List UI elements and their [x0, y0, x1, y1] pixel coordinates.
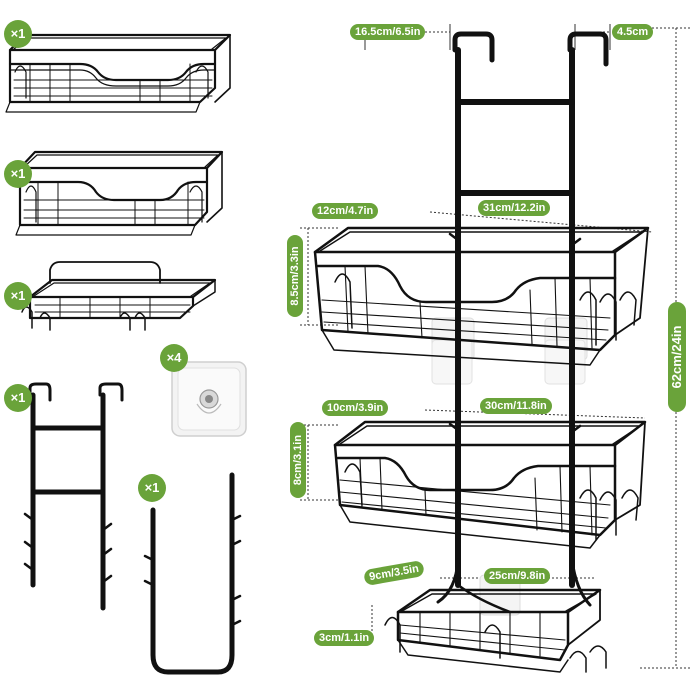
adhesive-hook-illustration	[171, 361, 247, 437]
tray-height-label: 3cm/1.1in	[314, 630, 375, 646]
lower-u-frame-illustration	[143, 472, 242, 675]
lower-frame-quantity-badge: ×1	[138, 474, 166, 502]
medium-basket-quantity-badge: ×1	[4, 160, 32, 188]
top-basket-height-label: 8.5cm/3.3in	[287, 235, 303, 317]
adhesive-hook-quantity-badge: ×4	[160, 344, 188, 372]
soap-dish-tray-illustration	[21, 261, 217, 331]
hook-width-label: 16.5cm/6.5in	[350, 24, 426, 40]
top-basket-depth-label: 12cm/4.7in	[312, 203, 379, 219]
assembled-frame	[436, 31, 609, 614]
assembled-mid-basket	[333, 420, 647, 549]
medium-basket-illustration	[15, 150, 224, 236]
upper-frame-quantity-badge: ×1	[4, 384, 32, 412]
assembled-top-basket	[313, 226, 650, 366]
large-basket-illustration	[5, 33, 232, 113]
mid-basket-height-label: 8cm/3.1in	[290, 422, 306, 498]
mid-basket-depth-label: 10cm/3.9in	[322, 400, 389, 416]
total-height-label: 62cm/24in	[668, 302, 686, 412]
hook-depth-label: 4.5cm	[612, 24, 654, 40]
mid-basket-width-label: 30cm/11.8in	[480, 398, 552, 414]
upper-hanger-frame-illustration	[23, 382, 124, 611]
top-basket-width-label: 31cm/12.2in	[478, 200, 551, 216]
tray-width-label: 25cm/9.8in	[484, 568, 551, 584]
large-basket-quantity-badge: ×1	[4, 20, 32, 48]
soap-dish-quantity-badge: ×1	[4, 282, 32, 310]
assembled-tray	[384, 588, 607, 673]
